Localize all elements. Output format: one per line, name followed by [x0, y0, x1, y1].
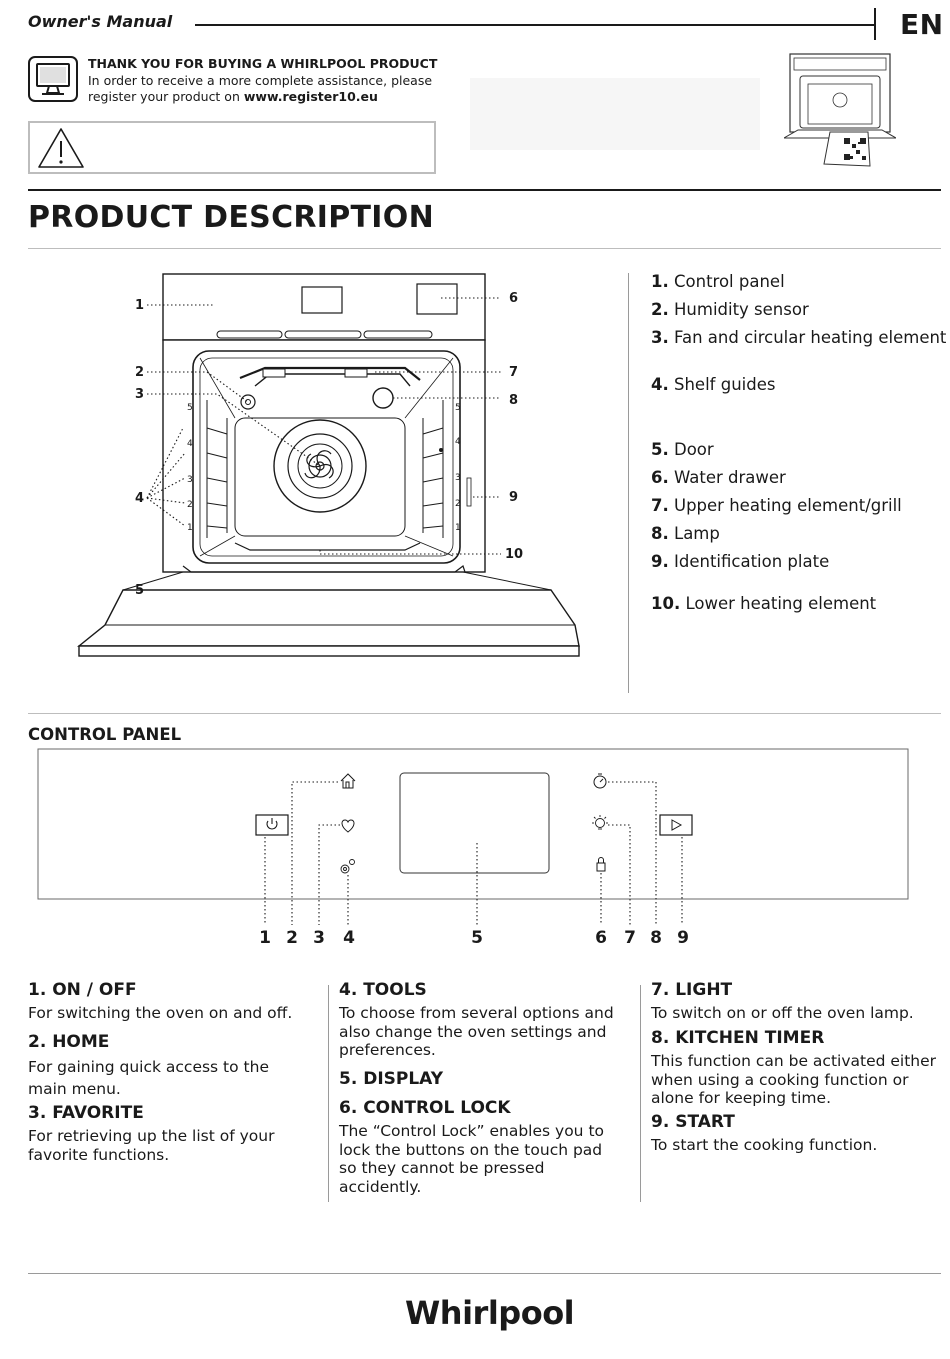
feature-title: 9. START	[651, 1112, 735, 1132]
feature-title: 6. CONTROL LOCK	[339, 1098, 511, 1118]
lock-icon	[596, 857, 606, 872]
part-item: 6. Water drawer	[651, 468, 786, 487]
shelf-left-5: 5	[187, 403, 193, 413]
column-divider	[628, 273, 629, 693]
feature-title: 5. DISPLAY	[339, 1069, 444, 1089]
part-item: 7. Upper heating element/grill	[651, 496, 902, 515]
callout-6: 6	[509, 291, 518, 306]
feature-desc: For switching the oven on and off.	[28, 1004, 293, 1022]
panel-callout-8: 8	[650, 928, 662, 948]
oven-qr-code-illustration	[784, 53, 896, 167]
panel-callout-3: 3	[313, 928, 325, 948]
manual-title: Owner's Manual	[28, 12, 173, 31]
header-rule	[195, 24, 875, 26]
computer-monitor-icon	[28, 56, 78, 102]
feature-desc: To start the cooking function.	[651, 1136, 878, 1154]
section-rule	[28, 713, 941, 714]
timer-icon	[593, 773, 607, 789]
shelf-left-4: 4	[187, 439, 193, 449]
callout-7: 7	[509, 365, 518, 380]
shelf-right-5: 5	[455, 403, 461, 413]
registration-text: In order to receive a more complete assi…	[88, 73, 433, 88]
panel-callout-4: 4	[343, 928, 355, 948]
control-panel-heading: CONTROL PANEL	[28, 725, 182, 744]
registration-text-url-line: register your product on www.register10.…	[88, 89, 378, 104]
product-description-heading: PRODUCT DESCRIPTION	[28, 200, 434, 235]
part-item: 3. Fan and circular heating element	[651, 328, 947, 347]
section-rule	[28, 189, 941, 191]
panel-callout-7: 7	[624, 928, 636, 948]
panel-callout-2: 2	[286, 928, 298, 948]
part-item: 10. Lower heating element	[651, 594, 877, 613]
feature-desc: For gaining quick access to the main men…	[28, 1058, 269, 1098]
play-icon	[659, 814, 693, 836]
panel-callout-5: 5	[471, 928, 483, 948]
feature-desc: For retrieving up the list of your favor…	[28, 1127, 275, 1164]
part-item: 5. Door	[651, 440, 714, 459]
feature-title: 7. LIGHT	[651, 980, 733, 1000]
panel-callout-9: 9	[677, 928, 689, 948]
safety-warning-box	[28, 121, 436, 174]
panel-callout-6: 6	[595, 928, 607, 948]
display	[399, 772, 550, 874]
header-rule-end	[874, 8, 876, 40]
shelf-right-1: 1	[455, 523, 461, 533]
feature-title: 1. ON / OFF	[28, 980, 137, 1000]
footer-rule	[28, 1273, 941, 1274]
part-item: 1. Control panel	[651, 272, 785, 291]
part-item: 9. Identification plate	[651, 552, 830, 571]
panel-callout-1: 1	[259, 928, 271, 948]
home-icon	[340, 773, 356, 789]
callout-9: 9	[509, 490, 518, 505]
oven-diagram: 1 2 3 4 5 6 7 8 9 10 1 2 3 4 5 1 2 3 4 5	[77, 273, 580, 657]
callout-5: 5	[135, 583, 144, 598]
shelf-left-1: 1	[187, 523, 193, 533]
callout-1: 1	[135, 298, 144, 313]
feature-desc: The “Control Lock” enables you to lock t…	[339, 1122, 604, 1196]
callout-10: 10	[505, 547, 523, 562]
callout-2: 2	[135, 365, 144, 380]
light-icon	[592, 815, 608, 830]
shelf-left-2: 2	[187, 500, 193, 510]
part-item: 2. Humidity sensor	[651, 300, 809, 319]
shelf-right-3: 3	[455, 473, 461, 483]
shelf-right-4: 4	[455, 437, 461, 447]
part-item: 8. Lamp	[651, 524, 720, 543]
feature-desc: To choose from several options and also …	[339, 1004, 614, 1059]
column-divider	[640, 985, 641, 1202]
warning-triangle-icon	[38, 128, 84, 168]
registration-prefix: register your product on	[88, 89, 244, 104]
tools-icon	[340, 859, 355, 874]
feature-title: 2. HOME	[28, 1032, 110, 1052]
registration-title: THANK YOU FOR BUYING A WHIRLPOOL PRODUCT	[88, 56, 438, 71]
heart-icon	[341, 819, 355, 833]
column-divider	[328, 985, 329, 1202]
feature-title: 8. KITCHEN TIMER	[651, 1028, 825, 1048]
power-icon	[255, 814, 289, 836]
blank-panel	[470, 78, 760, 150]
shelf-left-3: 3	[187, 475, 193, 485]
feature-desc: To switch on or off the oven lamp.	[651, 1004, 914, 1022]
feature-desc: This function can be activated either wh…	[651, 1052, 937, 1107]
shelf-right-2: 2	[455, 499, 461, 509]
language-code: EN	[900, 8, 944, 41]
callout-4: 4	[135, 491, 144, 506]
registration-url[interactable]: www.register10.eu	[243, 89, 378, 104]
control-panel-diagram: 1 2 3 4 5 6 7 8 9	[37, 748, 909, 948]
callout-3: 3	[135, 387, 144, 402]
section-rule	[28, 248, 941, 249]
callout-8: 8	[509, 393, 518, 408]
part-item: 4. Shelf guides	[651, 375, 776, 394]
feature-title: 3. FAVORITE	[28, 1103, 144, 1123]
feature-title: 4. TOOLS	[339, 980, 427, 1000]
brand-logo: Whirlpool	[405, 1294, 575, 1332]
